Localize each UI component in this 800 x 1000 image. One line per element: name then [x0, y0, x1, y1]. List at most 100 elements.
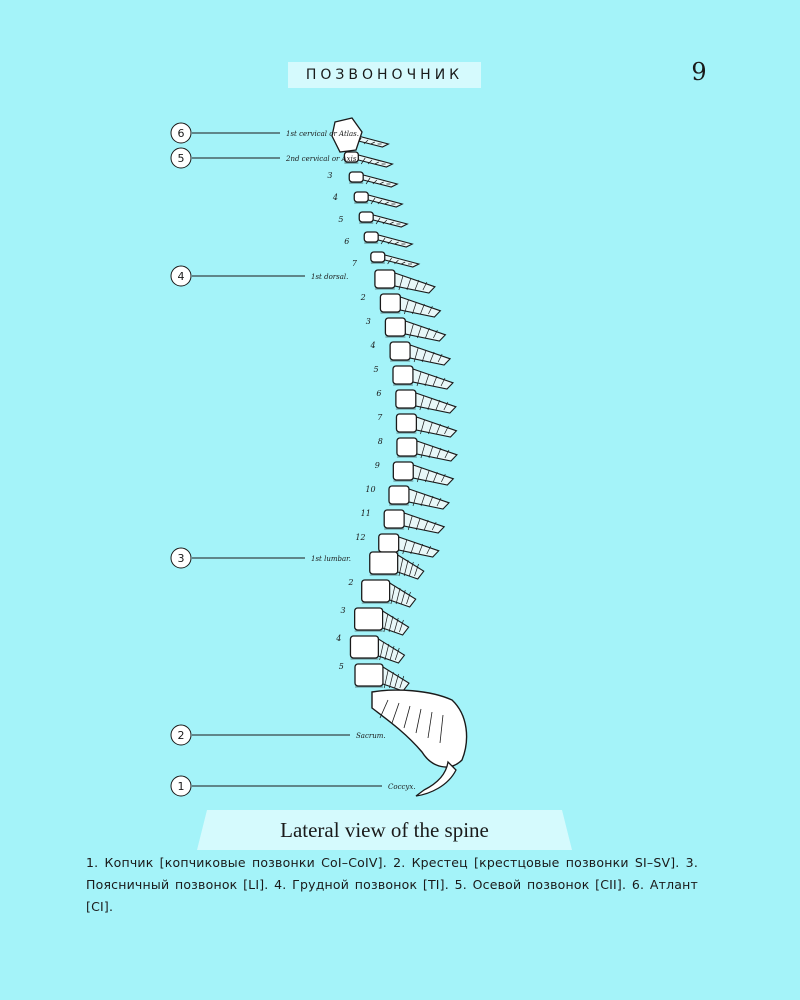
process-hatching — [409, 323, 414, 339]
process-hatching — [443, 401, 449, 411]
vertebra-number: 7 — [352, 259, 358, 268]
vertebra-process — [412, 368, 454, 390]
process-hatching — [428, 305, 433, 315]
process-hatching — [422, 281, 428, 291]
process-hatching — [432, 375, 438, 387]
vertebra-number: 10 — [365, 485, 375, 494]
vertebra-number: 5 — [374, 365, 379, 374]
process-hatching — [360, 157, 366, 165]
process-hatching — [399, 619, 404, 633]
vertebra-process — [415, 416, 458, 438]
marker-label: Coccyx. — [388, 783, 416, 791]
process-hatching — [367, 159, 373, 165]
process-hatching — [379, 641, 384, 661]
process-hatching — [395, 587, 401, 605]
figure-caption: Lateral view of the spine — [280, 817, 489, 842]
process-hatching — [418, 543, 424, 555]
vertebra-body — [361, 579, 391, 603]
sacrum-hatching — [427, 711, 433, 739]
coccyx — [415, 760, 457, 797]
sacrum-hatching — [439, 714, 444, 744]
process-hatching — [394, 241, 399, 245]
marker-label: 1st dorsal. — [311, 273, 348, 281]
process-hatching — [424, 469, 430, 483]
vertebra-number: 9 — [375, 461, 380, 470]
vertebra-body — [388, 485, 410, 505]
process-hatching — [384, 201, 389, 205]
process-hatching — [429, 351, 435, 363]
process-hatching — [399, 675, 405, 689]
marker-circle — [170, 147, 192, 169]
process-hatching — [440, 377, 446, 387]
process-hatching — [374, 161, 379, 165]
vertebra-process — [416, 440, 458, 462]
process-hatching — [420, 419, 425, 435]
vertebra-process — [415, 392, 457, 414]
vertebra-body — [369, 551, 399, 575]
process-hatching — [444, 449, 450, 459]
process-hatching — [388, 615, 394, 633]
vertebra-body — [358, 211, 374, 223]
process-hatching — [400, 589, 406, 605]
vertebra-process — [404, 320, 447, 342]
process-hatching — [423, 519, 429, 531]
vertebra-body — [396, 437, 418, 457]
process-hatching — [415, 517, 421, 531]
vertebra-number: 2 — [347, 578, 353, 587]
process-hatching — [370, 197, 376, 205]
process-hatching — [380, 237, 386, 245]
process-hatching — [420, 303, 425, 315]
vertebra-process — [394, 272, 436, 294]
process-hatching — [436, 497, 442, 507]
process-hatching — [433, 329, 438, 339]
vertebra-number: 3 — [366, 317, 371, 326]
process-hatching — [419, 395, 425, 411]
vertebra-number: 5 — [339, 662, 344, 671]
vertebra-number: 4 — [332, 193, 338, 202]
process-hatching — [409, 561, 414, 577]
process-hatching — [428, 445, 434, 459]
process-hatching — [404, 299, 409, 315]
process-hatching — [398, 275, 404, 291]
vertebra-number: 2 — [360, 293, 366, 302]
vertebra-process — [408, 488, 450, 510]
process-hatching — [401, 261, 406, 265]
vertebra-process — [399, 296, 442, 318]
process-hatching — [394, 673, 399, 689]
vertebra-body — [392, 461, 414, 481]
process-hatching — [444, 425, 449, 435]
process-hatching — [437, 353, 443, 363]
process-hatching — [403, 559, 409, 577]
process-hatching — [372, 179, 378, 185]
process-hatching — [363, 139, 369, 145]
vertebra-number: 12 — [355, 533, 365, 542]
vertebra-number: 3 — [327, 171, 332, 180]
process-hatching — [420, 443, 426, 459]
process-hatching — [389, 221, 394, 225]
atlas-vertebra — [331, 117, 363, 153]
vertebra-body — [389, 341, 411, 361]
vertebra-body — [348, 171, 364, 183]
marker-number: 2 — [178, 729, 185, 742]
vertebra-process — [398, 536, 440, 558]
process-hatching — [433, 471, 438, 483]
process-hatching — [441, 473, 446, 483]
process-hatching — [406, 591, 411, 605]
process-hatching — [394, 647, 400, 661]
process-hatching — [416, 371, 422, 387]
vertebra-number: 8 — [378, 437, 383, 446]
process-hatching — [424, 373, 430, 387]
vertebra-body — [383, 509, 405, 529]
process-hatching — [435, 399, 441, 411]
vertebra-number: 11 — [361, 509, 371, 518]
vertebra-body — [392, 365, 414, 385]
process-hatching — [389, 645, 395, 661]
process-hatching — [426, 545, 432, 555]
spine-bones — [331, 117, 468, 797]
process-hatching — [436, 447, 442, 459]
vertebra-process — [377, 638, 406, 664]
vertebra-body — [349, 635, 380, 659]
vertebra-process — [382, 666, 410, 692]
process-hatching — [414, 279, 420, 291]
process-hatching — [387, 239, 393, 245]
